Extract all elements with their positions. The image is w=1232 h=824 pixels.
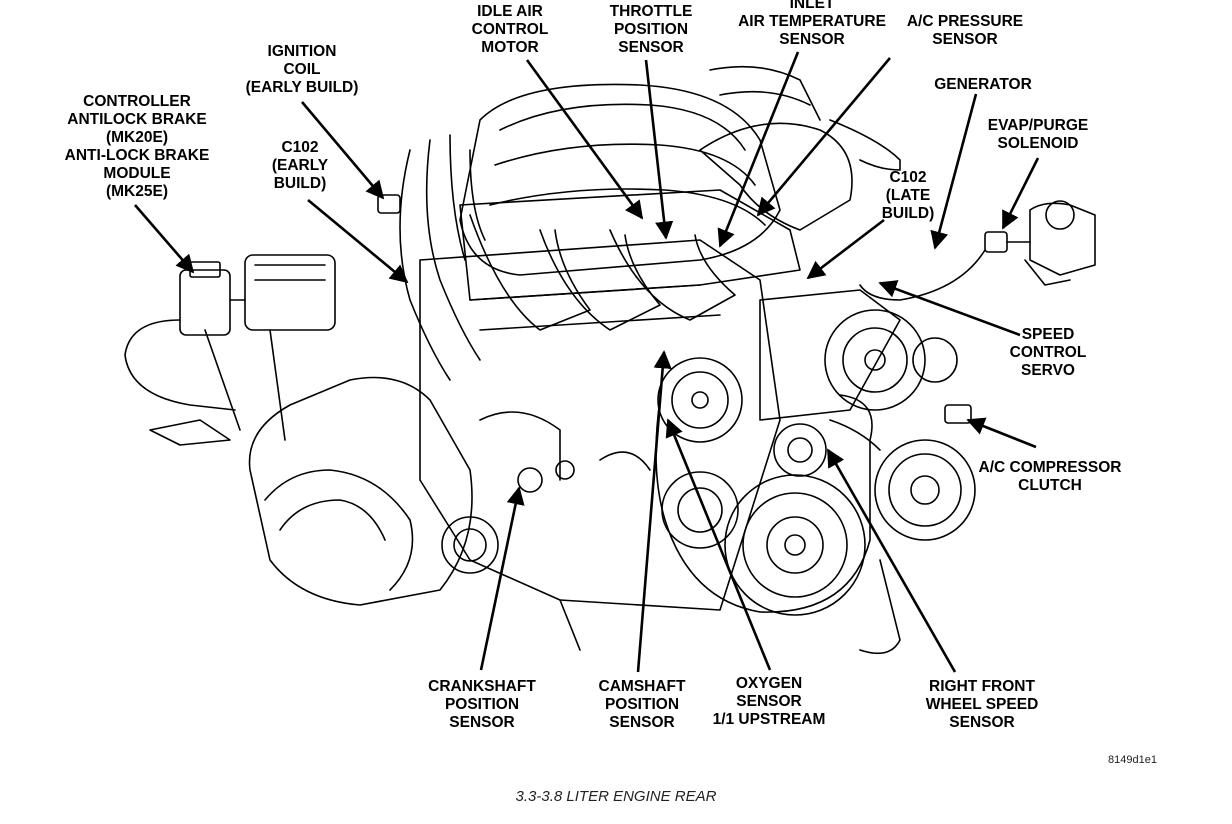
figure-caption: 3.3-3.8 LITER ENGINE REAR [515, 788, 717, 805]
leader-ac-compressor [966, 417, 1037, 449]
leader-oxygen [665, 418, 772, 671]
leader-generator [930, 93, 978, 250]
label-oxygen-sensor: OXYGEN SENSOR 1/1 UPSTREAM [712, 675, 826, 728]
label-ac-compressor-clutch: A/C COMPRESSOR CLUTCH [978, 459, 1122, 494]
leader-ac-pressure [756, 57, 891, 217]
label-camshaft-position-sensor: CAMSHAFT POSITION SENSOR [598, 678, 686, 731]
label-speed-control-servo: SPEED CONTROL SERVO [1009, 326, 1087, 379]
leader-speed-control [878, 280, 1021, 337]
leader-crankshaft [479, 486, 525, 671]
label-c102-early-build: C102 (EARLY BUILD) [271, 139, 329, 192]
label-c102-late-build: C102 (LATE BUILD) [881, 169, 935, 222]
label-evap-purge-solenoid: EVAP/PURGE SOLENOID [987, 117, 1089, 152]
leader-controller-abs [134, 204, 195, 274]
label-throttle-position-sensor: THROTTLE POSITION SENSOR [609, 3, 693, 56]
leader-ignition-coil [301, 101, 385, 200]
label-controller-antilock-brake: CONTROLLER ANTILOCK BRAKE (MK20E) ANTI-L… [64, 93, 210, 200]
leader-lines [134, 51, 1040, 673]
engine-illustration [124, 65, 1096, 655]
label-right-front-wheel-speed-sensor: RIGHT FRONT WHEEL SPEED SENSOR [925, 678, 1039, 731]
leader-evap [1001, 157, 1040, 230]
leader-camshaft [636, 350, 672, 673]
figure-code: 8149d1e1 [1108, 754, 1157, 766]
leader-idle-air [525, 59, 644, 220]
leader-c102-late [806, 218, 885, 280]
label-ac-pressure-sensor: A/C PRESSURE SENSOR [906, 13, 1024, 48]
leader-inlet-air [717, 51, 800, 248]
label-crankshaft-position-sensor: CRANKSHAFT POSITION SENSOR [428, 678, 536, 731]
leader-throttle [644, 59, 674, 240]
leader-c102-early [307, 198, 409, 284]
label-inlet-air-temperature-sensor: INLET AIR TEMPERATURE SENSOR [738, 0, 886, 48]
label-generator: GENERATOR [934, 76, 1032, 93]
leader-wheel-speed [826, 448, 957, 673]
label-idle-air-control-motor: IDLE AIR CONTROL MOTOR [471, 3, 549, 56]
label-ignition-coil: IGNITION COIL (EARLY BUILD) [245, 43, 359, 96]
